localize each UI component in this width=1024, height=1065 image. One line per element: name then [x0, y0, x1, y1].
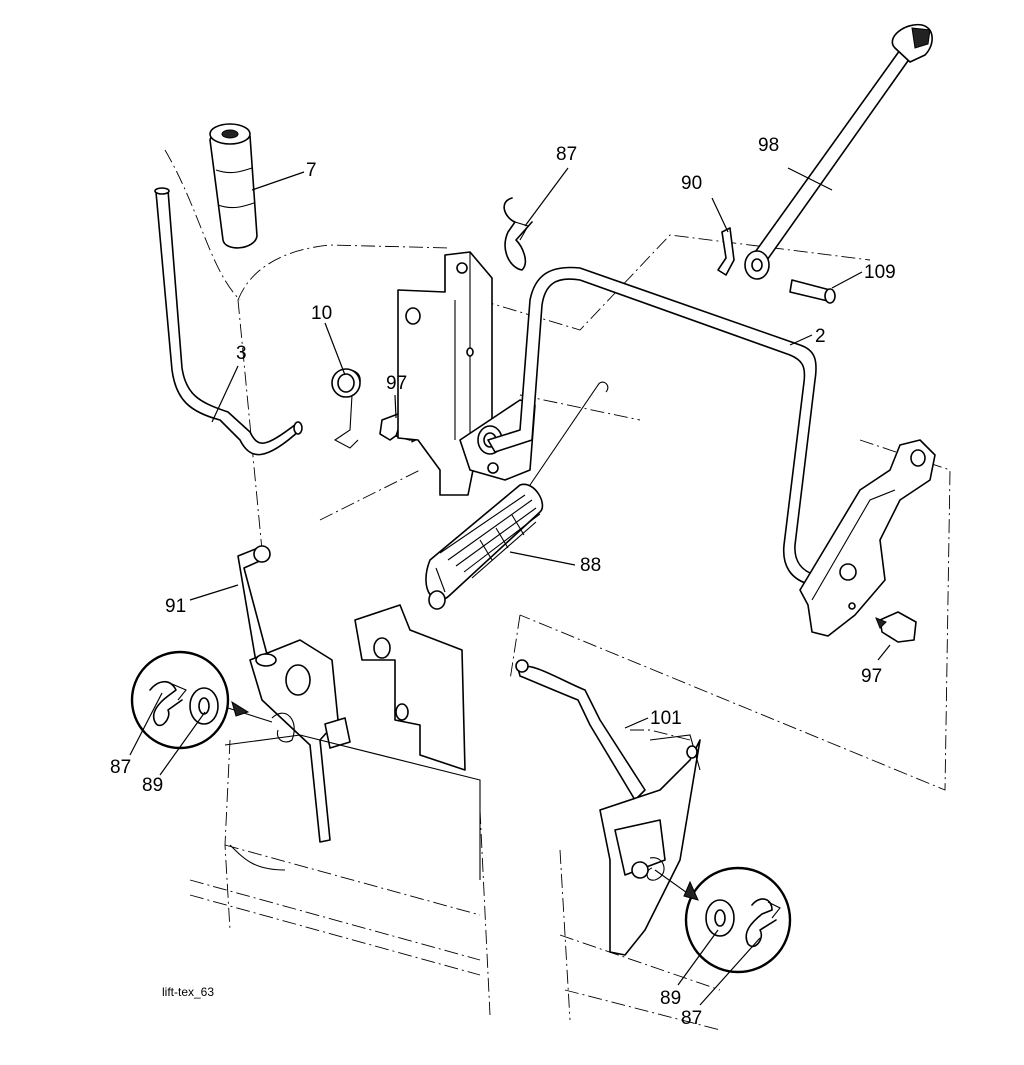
callout-91: 91	[165, 596, 186, 617]
callout-88: 88	[580, 555, 601, 576]
diagram-caption: lift-tex_63	[162, 985, 214, 999]
washer-detail-89-right	[705, 899, 735, 937]
callout-10: 10	[311, 303, 332, 324]
lift-handle-rod-part-3	[154, 187, 303, 456]
callout-98: 98	[758, 135, 779, 156]
callout-87-right: 87	[681, 1008, 702, 1029]
callout-89-right: 89	[660, 988, 681, 1009]
callout-3: 3	[236, 343, 247, 364]
callout-89-left: 89	[142, 775, 163, 796]
hairpin-clip-part-87-top	[503, 197, 533, 271]
hairpin-clip-detail-87-right	[745, 898, 781, 948]
callout-90: 90	[681, 173, 702, 194]
detail-circle-right	[654, 866, 792, 974]
callout-97-left: 97	[386, 373, 407, 394]
callout-109: 109	[864, 262, 896, 283]
bolt-part-97-right	[875, 611, 917, 643]
handle-grip-part-7	[209, 123, 258, 249]
washer-detail-89-left	[189, 687, 219, 725]
mounting-bracket-right	[799, 439, 936, 637]
left-deck-outline	[224, 734, 481, 880]
torsion-spring-part-10	[331, 368, 361, 449]
pin-part-109	[789, 279, 836, 304]
detail-circle-left	[130, 650, 273, 750]
callout-labels: 7 87 98 90 109 2 10 3 97 88 97 91 101 87…	[110, 135, 896, 1029]
callout-101: 101	[650, 708, 682, 729]
clip-part-90	[717, 227, 735, 276]
push-rod-part-98	[744, 23, 933, 280]
hairpin-clip-detail-87-left	[149, 680, 187, 727]
link-rod-part-91	[237, 545, 271, 663]
callout-87-top: 87	[556, 144, 577, 165]
callout-7: 7	[306, 160, 317, 181]
extension-spring-part-88	[425, 381, 609, 610]
mounting-bracket-center	[397, 251, 536, 496]
link-rod-part-101	[515, 659, 646, 801]
callout-97-right: 97	[861, 666, 882, 687]
leader-lines	[129, 167, 891, 1006]
lift-shaft-part-2	[487, 266, 831, 586]
callout-2: 2	[815, 326, 826, 347]
left-lower-bracket	[249, 604, 466, 843]
callout-87-left: 87	[110, 757, 131, 778]
right-lower-bracket	[599, 734, 701, 956]
